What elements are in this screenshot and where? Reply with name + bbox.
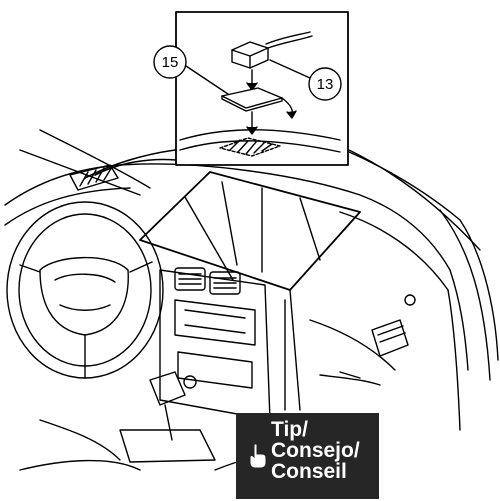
pointing-hand-icon	[249, 443, 267, 469]
sensor-module-icon	[231, 31, 313, 69]
callout-15: 15	[153, 45, 229, 95]
tip-text: Tip/ Consejo/ Conseil	[271, 419, 360, 482]
detail-inset: 15 13	[84, 11, 349, 179]
callout-13-label: 13	[317, 76, 334, 93]
callout-13: 13	[269, 59, 342, 101]
steering-wheel	[6, 201, 164, 379]
tip-box: Tip/ Consejo/ Conseil	[236, 413, 379, 499]
mounting-area	[139, 171, 361, 411]
tip-line-1: Tip/	[271, 418, 308, 441]
dashboard	[4, 163, 469, 431]
tip-line-2: Consejo/	[271, 439, 360, 462]
callout-15-label: 15	[162, 54, 179, 71]
tip-line-3: Conseil	[271, 460, 347, 483]
